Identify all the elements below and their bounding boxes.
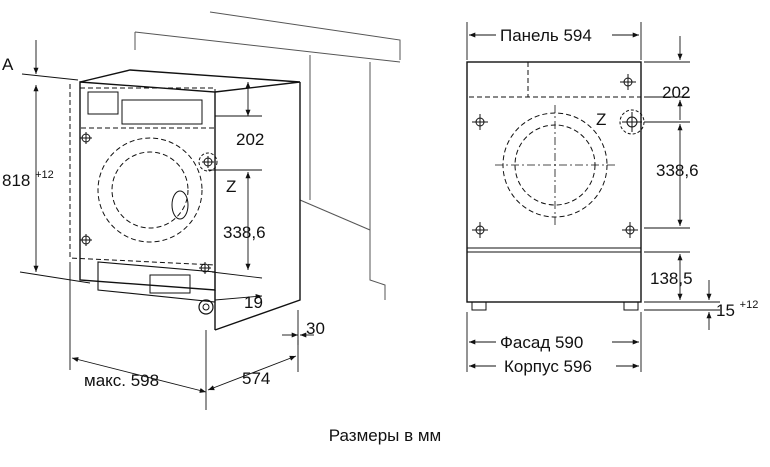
door-hinge <box>171 190 189 220</box>
label-front-offset: 19 <box>244 293 263 312</box>
label-base-height: 138,5 <box>650 269 693 288</box>
label-panel-depth-left: 202 <box>236 130 264 149</box>
panel-zone <box>69 84 216 266</box>
label-width-max: макс. 598 <box>84 371 159 390</box>
label-z-left: Z <box>226 177 236 196</box>
label-panel-width: Панель 594 <box>500 26 592 45</box>
label-z-offset-right: 338,6 <box>656 161 699 180</box>
label-body-width: Корпус 596 <box>504 357 592 376</box>
front-foot-right <box>623 301 639 311</box>
label-facade-width: Фасад 590 <box>500 333 583 352</box>
door-inner-circle <box>111 151 189 229</box>
caption: Размеры в мм <box>328 426 442 445</box>
drain-knob-inner <box>202 303 210 311</box>
detergent-drawer <box>121 99 203 125</box>
label-depth: 574 <box>242 369 270 388</box>
label-height-tolerance: +12 <box>35 169 54 181</box>
label-foot-height: 15 +12 <box>716 299 758 320</box>
label-foot-height-tolerance: +12 <box>740 299 759 311</box>
dimension-lines <box>19 40 314 410</box>
front-body <box>466 61 642 303</box>
front-dimension-lines <box>466 22 720 372</box>
fixing-point-icon <box>80 132 218 274</box>
label-foot-height-value: 15 <box>716 301 735 320</box>
label-door-gap: 30 <box>306 319 325 338</box>
door-outer-circle <box>97 137 203 243</box>
label-z-right: Z <box>596 110 606 129</box>
label-panel-depth-right: 202 <box>662 83 690 102</box>
control-panel-window <box>87 91 119 115</box>
service-panel <box>97 261 216 303</box>
drain-knob <box>198 299 214 315</box>
label-z-offset-left: 338,6 <box>223 223 266 242</box>
label-a: A <box>2 55 14 74</box>
service-hatch <box>149 274 191 294</box>
label-height-value: 818 <box>2 171 30 190</box>
front-panel-zone <box>466 61 642 98</box>
front-fixing-point-icon <box>472 74 645 238</box>
left-view <box>19 11 401 410</box>
label-height: 818 +12 <box>2 169 54 190</box>
right-view <box>466 22 720 372</box>
front-foot-left <box>471 301 487 311</box>
niche-outline <box>134 11 401 300</box>
